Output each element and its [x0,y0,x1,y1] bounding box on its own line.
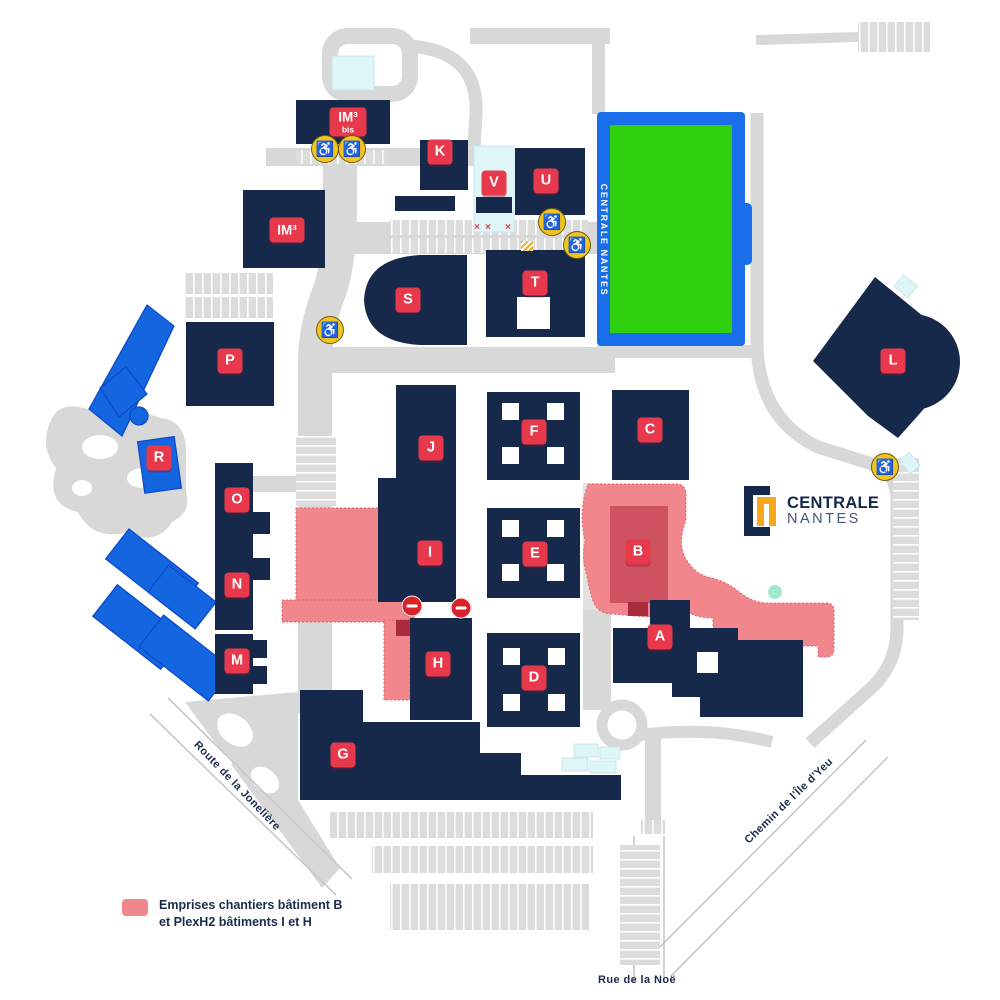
logo-n-shape [757,497,776,526]
building-badge-a: A [647,624,673,650]
wheelchair-icon: ♿ [871,453,899,481]
wheelchair-icon: ♿ [338,135,366,163]
building-badge-s: S [395,287,421,313]
wheelchair-icon: ♿ [538,208,566,236]
street-label-rue-de-la-noe: Rue de la Noë [598,974,676,986]
no-entry-icon [450,597,472,619]
roundabout [596,699,648,751]
building-badge-f: F [521,419,547,445]
building-badge-u: U [533,168,559,194]
building-badge-l: L [880,348,906,374]
building-badge-m: M [224,648,250,674]
wheelchair-icon: ♿ [311,135,339,163]
legend: Emprises chantiers bâtiment B et PlexH2 … [122,897,342,931]
building-v [476,197,512,213]
field-turf [610,125,732,333]
logo-subtitle: NANTES [787,511,861,528]
logo-bracket-shape [744,486,770,536]
legend-swatch [122,899,148,916]
badge-label: IM³ [338,109,358,125]
building-badge-n: N [224,572,250,598]
legend-line1: Emprises chantiers bâtiment B [159,898,343,912]
wheelchair-icon: ♿ [563,231,591,259]
closed-stall-mark: ✕ [473,222,481,232]
building-badge-g: G [330,742,356,768]
building-badge-im3: IM³ [269,217,305,243]
sports-field [597,112,752,346]
legend-line2: et PlexH2 bâtiments I et H [159,914,312,929]
chevron-marking [521,241,533,251]
building-badge-b: B [625,539,651,565]
street-label-joneliere: Route de la Jonelière [191,739,283,833]
building-badge-h: H [425,651,451,677]
building-badge-c: C [637,417,663,443]
badge-sublabel: bis [341,124,355,134]
building-g [300,690,621,800]
no-entry-icon [401,595,423,617]
street-label-ile-dyeu: Chemin de l'Île d'Yeu [742,755,836,847]
building-badge-e: E [522,541,548,567]
construction-zones [281,483,835,701]
closed-stall-mark: ✕ [484,222,492,232]
logo-mark-icon [744,486,778,536]
building-badge-j: J [418,435,444,461]
building-badge-o: O [224,487,250,513]
building-badge-d: D [521,665,547,691]
building-badge-v: V [481,170,507,196]
building-badge-r: R [146,445,172,471]
building-badge-k: K [427,139,453,165]
building-badge-t: T [522,270,548,296]
field-label: CENTRALE NANTES [599,183,609,297]
wheelchair-icon: ♿ [316,316,344,344]
logo-title: CENTRALE [787,493,880,512]
building-badge-p: P [217,348,243,374]
centrale-nantes-logo: CENTRALE NANTES [744,486,879,536]
building-badge-i: I [417,540,443,566]
construction-zone-plexh2 [295,507,393,608]
decor-layer [561,274,921,774]
pool [331,55,375,91]
closed-stall-mark: ✕ [504,222,512,232]
